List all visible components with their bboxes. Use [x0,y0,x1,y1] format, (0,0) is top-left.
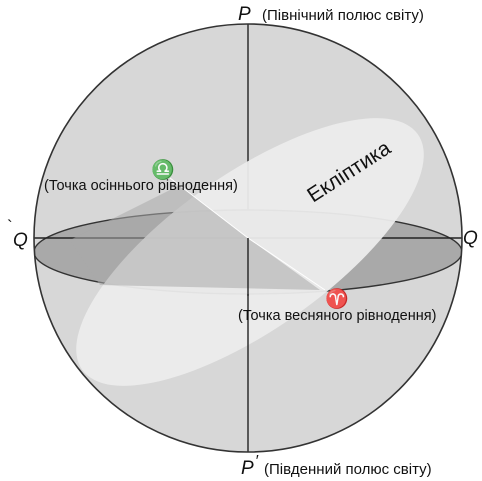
autumn-equinox-label: (Точка осіннього рівнодення) [44,178,238,194]
equator-left-mark: ` [7,217,13,236]
north-pole-letter: P [238,4,251,25]
equator-wedge [70,185,320,290]
equator-left-point: Q [13,230,28,251]
celestial-sphere-outline [33,23,463,453]
spring-equinox-symbol: ♈ [325,287,349,310]
radius-to-spring-equinox [247,237,326,291]
radius-to-autumn-equinox [169,177,249,239]
south-pole-letter: P [241,458,254,479]
autumn-equinox-symbol: ♎ [151,158,175,181]
equator-right-point: Q [463,228,478,249]
south-pole-name: (Південний полюс світу) [264,461,432,478]
spring-equinox-label: (Точка весняного рівнодення) [238,308,436,324]
south-pole-prime: ′ [255,453,259,470]
north-pole-name: (Північний полюс світу) [262,7,424,24]
